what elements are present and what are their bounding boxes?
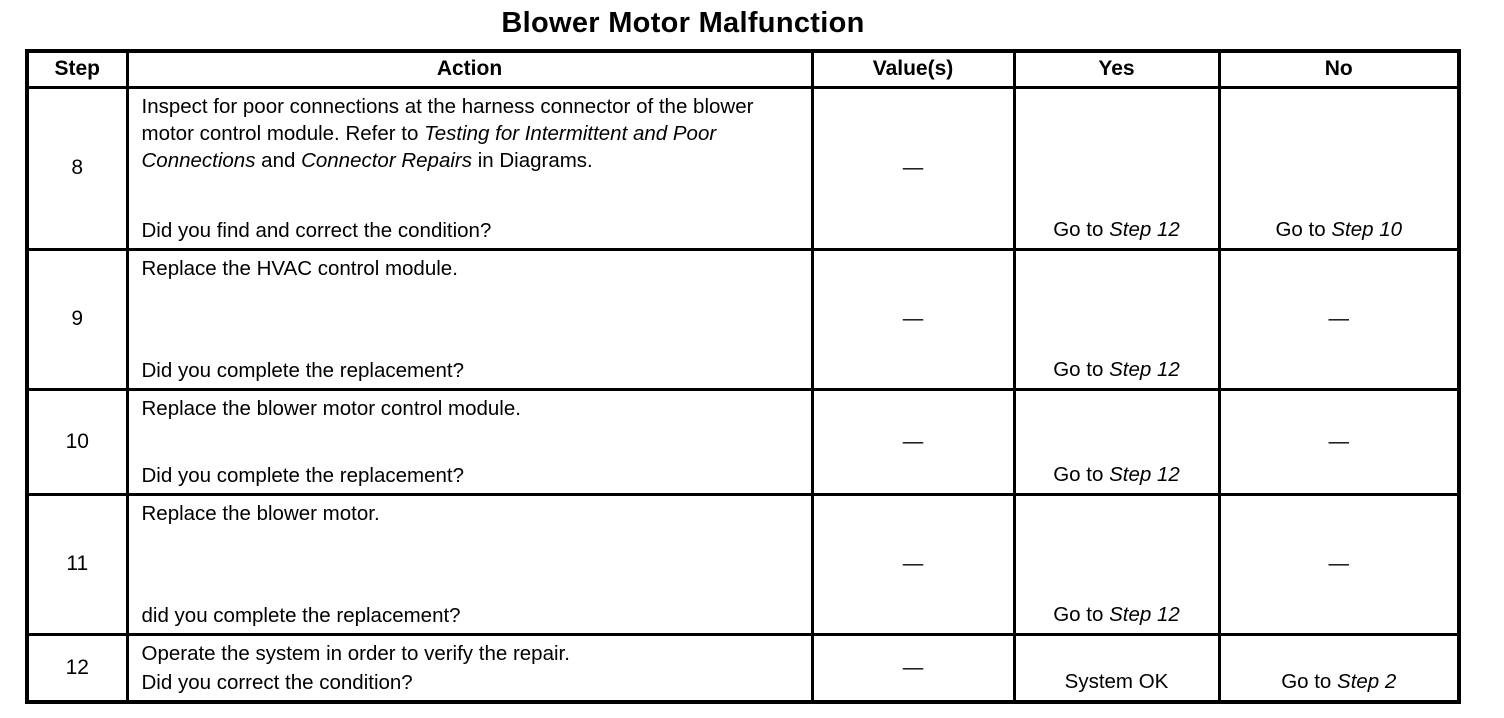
no-label: Go to Step 2: [1281, 670, 1397, 693]
header-yes: Yes: [1012, 49, 1221, 89]
value-dash: —: [902, 552, 924, 575]
action-text: Operate the system in order to verify th…: [141, 641, 570, 665]
yes-label: Go to Step 12: [1053, 462, 1180, 486]
action-cell: Replace the blower motor. did you comple…: [125, 492, 814, 636]
action-cell: Operate the system in order to verify th…: [125, 632, 814, 704]
no-cell: —: [1217, 492, 1461, 636]
yes-cell: System OK: [1012, 632, 1221, 704]
yes-label: Go to Step 12: [1053, 602, 1180, 626]
value-dash: —: [902, 429, 924, 453]
no-dash: —: [1328, 307, 1350, 330]
value-cell: —: [810, 387, 1016, 496]
no-dash: —: [1328, 429, 1350, 453]
action-question: Did you complete the replacement?: [141, 358, 465, 382]
action-question: Did you complete the replacement?: [141, 463, 465, 487]
step-number: 8: [25, 85, 129, 251]
value-cell: —: [810, 632, 1016, 704]
header-values: Value(s): [810, 49, 1016, 89]
value-dash: —: [902, 307, 924, 330]
action-cell: Replace the blower motor control module.…: [125, 387, 814, 496]
step-number: 9: [25, 247, 129, 391]
step-number: 12: [25, 632, 129, 704]
yes-cell: Go to Step 12: [1012, 247, 1221, 391]
no-cell: —: [1217, 247, 1461, 391]
no-dash: —: [1328, 552, 1350, 575]
table-row-step-11: 11 Replace the blower motor. did you com…: [25, 492, 1461, 636]
action-question: Did you correct the condition?: [141, 671, 413, 694]
value-cell: —: [810, 247, 1016, 391]
step-number: 11: [25, 492, 129, 636]
value-dash: —: [902, 156, 924, 179]
value-dash: —: [902, 655, 924, 679]
table-row-step-12: 12 Operate the system in order to verify…: [25, 632, 1461, 704]
yes-label: Go to Step 12: [1053, 217, 1180, 241]
no-cell: —: [1217, 387, 1461, 496]
table-row-step-10: 10 Replace the blower motor control modu…: [25, 387, 1461, 496]
no-cell: Go to Step 2: [1217, 632, 1461, 704]
no-label: Go to Step 10: [1275, 217, 1402, 241]
action-question: did you complete the replacement?: [141, 603, 461, 627]
action-text: Replace the blower motor.: [141, 501, 380, 525]
action-text: Replace the blower motor control module.: [141, 396, 521, 420]
diagnostic-table: Step Action Value(s) Yes No 8 Inspect fo…: [25, 49, 1461, 704]
table-row-step-9: 9 Replace the HVAC control module. Did y…: [25, 247, 1461, 391]
yes-cell: Go to Step 12: [1012, 387, 1221, 496]
yes-cell: Go to Step 12: [1012, 492, 1221, 636]
step-number: 10: [25, 387, 129, 496]
yes-label: System OK: [1064, 670, 1169, 693]
header-row: Step Action Value(s) Yes No: [25, 49, 1461, 89]
action-text: Replace the HVAC control module.: [141, 256, 458, 280]
header-no: No: [1217, 49, 1461, 89]
value-cell: —: [810, 85, 1016, 251]
header-step: Step: [25, 49, 129, 89]
action-cell: Replace the HVAC control module. Did you…: [125, 247, 814, 391]
action-text: Inspect for poor connections at the harn…: [141, 94, 754, 172]
table-row-step-8: 8 Inspect for poor connections at the ha…: [25, 85, 1461, 251]
action-question: Did you find and correct the condition?: [141, 218, 492, 242]
yes-cell: Go to Step 12: [1012, 85, 1221, 251]
page-title: Blower Motor Malfunction: [501, 7, 865, 39]
action-cell: Inspect for poor connections at the harn…: [125, 85, 814, 251]
no-cell: Go to Step 10: [1217, 85, 1461, 251]
yes-label: Go to Step 12: [1053, 357, 1180, 381]
value-cell: —: [810, 492, 1016, 636]
header-action: Action: [125, 49, 814, 89]
